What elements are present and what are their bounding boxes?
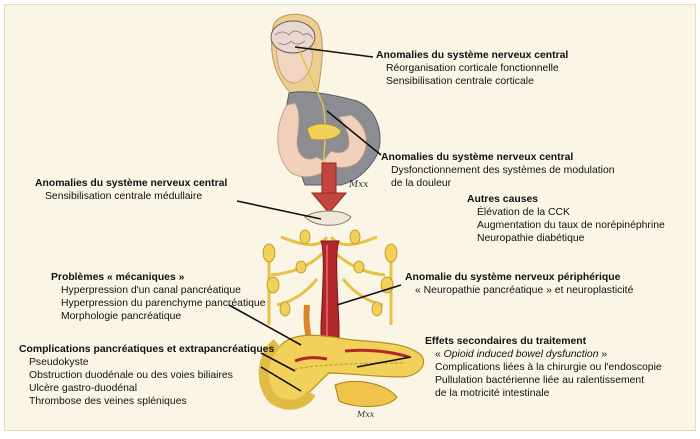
woman-figure [270,13,381,186]
quote-open: « [435,349,444,360]
quote-close: » [598,349,608,360]
leader-lines [228,46,412,392]
figure-frame: Mxx [4,4,696,431]
mechanical-item: Morphologie pancréatique [61,311,182,322]
cns-cortex-block: Anomalies du système nerveux central Réo… [376,49,568,88]
brain [270,20,316,54]
cns-cortex-item: Sensibilisation centrale corticale [386,76,534,87]
mechanical-item: Hyperpression du parenchyme pancréatique [61,298,266,309]
anatomy-illustration [258,210,425,410]
mechanical-title: Problèmes « mécaniques » [51,272,185,283]
complications-item: Obstruction duodénale ou des voies bilia… [29,370,233,381]
other-causes-item: Élévation de la CCK [477,207,570,218]
quote-text: Opioid induced bowel dysfunction [443,349,599,360]
other-causes-item: Neuropathie diabétique [477,233,585,244]
peripheral-title: Anomalie du système nerveux périphérique [405,272,621,283]
cns-modulation-item: de la douleur [391,178,452,189]
other-causes-block: Autres causes Élévation de la CCK Augmen… [467,193,665,245]
peripheral-item: « Neuropathie pancréatique » et neuropla… [415,285,634,296]
side-effects-item: Complications liées à la chirurgie ou l'… [435,362,662,373]
side-effects-item: de la motricité intestinale [435,388,550,399]
mechanical-block: Problèmes « mécaniques » Hyperpression d… [51,271,265,323]
other-causes-item: Augmentation du taux de norépinéphrine [477,220,665,231]
peripheral-block: Anomalie du système nerveux périphérique… [405,271,633,297]
illustration: Mxx [228,13,425,419]
complications-item: Pseudokyste [29,357,89,368]
side-effects-item: Pullulation bactérienne liée au ralentis… [435,375,645,386]
cns-spinal-title: Anomalies du système nerveux central [35,178,228,189]
cns-cortex-item: Réorganisation corticale fonctionnelle [386,63,559,74]
side-effects-quote: « Opioid induced bowel dysfunction » [425,348,662,361]
red-arrow [310,162,348,214]
complications-item: Thrombose des veines spléniques [29,396,187,407]
cns-spinal-item: Sensibilisation centrale médullaire [45,191,203,202]
complications-item: Ulcère gastro-duodénal [29,383,138,394]
side-effects-title: Effets secondaires du traitement [425,336,587,347]
side-effects-block: Effets secondaires du traitement « Opioi… [425,335,662,400]
cns-modulation-item: Dysfonctionnement des systèmes de modula… [391,165,615,176]
other-causes-title: Autres causes [467,194,539,205]
complications-title: Complications pancréatiques et extrapanc… [19,344,275,355]
cns-cortex-title: Anomalies du système nerveux central [376,50,569,61]
svg-text:Mxx: Mxx [348,180,368,190]
complications-block: Complications pancréatiques et extrapanc… [19,343,274,408]
cns-spinal-block: Anomalies du système nerveux central Sen… [35,177,227,203]
svg-text:Mxx: Mxx [356,410,375,419]
cns-modulation-title: Anomalies du système nerveux central [381,152,574,163]
mechanical-item: Hyperpression d'un canal pancréatique [61,285,241,296]
cns-modulation-block: Anomalies du système nerveux central Dys… [381,151,615,190]
